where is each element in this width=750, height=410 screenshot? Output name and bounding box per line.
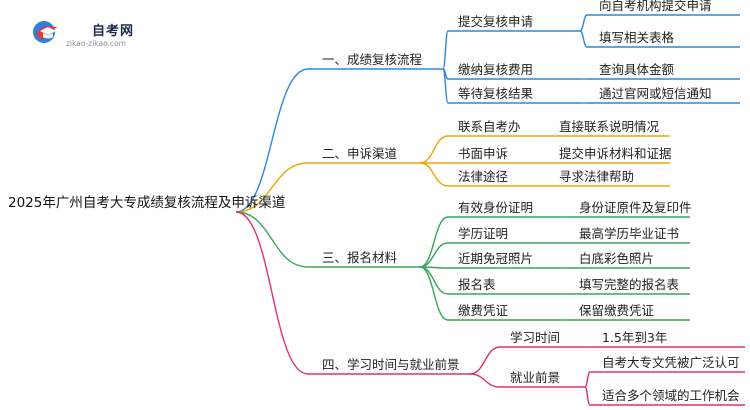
subtopic-node[interactable]: 近期免冠照片 [458, 251, 533, 266]
subtopic-node[interactable]: 联系自考办 [458, 119, 521, 134]
leaf-node[interactable]: 寻求法律帮助 [559, 169, 634, 184]
connector-line [442, 68, 449, 104]
connector-line [419, 266, 449, 295]
leaf-node[interactable]: 白底彩色照片 [579, 251, 654, 266]
leaf-node[interactable]: 提交申诉材料和证据 [559, 146, 672, 161]
leaf-node[interactable]: 向自考机构提交申请 [599, 0, 712, 13]
connector-line [469, 346, 501, 375]
connector-line [235, 68, 309, 213]
subtopic-node[interactable]: 有效身份证明 [458, 200, 533, 215]
connector-line [579, 14, 588, 32]
connector-line [235, 162, 309, 213]
leaf-node[interactable]: 填写相关表格 [599, 30, 675, 45]
connector-line [419, 266, 449, 321]
subtopic-node[interactable]: 学历证明 [458, 226, 508, 241]
connector-line [419, 135, 449, 164]
mind-map-nodes: 2025年广州自考大专成绩复核流程及申诉渠道 一、成绩复核流程 提交复核申请 向自考机… [8, 0, 740, 403]
connector-line [584, 371, 591, 388]
logo-url: zikao-zikao.com [66, 39, 126, 48]
subtopic-node[interactable]: 缴纳复核费用 [458, 62, 533, 77]
connector-line [469, 373, 501, 388]
leaf-node[interactable]: 最高学历毕业证书 [579, 226, 679, 241]
leaf-node[interactable]: 1.5年到3年 [602, 330, 667, 345]
mind-map-connectors [235, 14, 745, 406]
connector-line [235, 211, 309, 268]
root-topic[interactable]: 2025年广州自考大专成绩复核流程及申诉渠道 [8, 194, 285, 211]
logo-title: 自考网 [92, 24, 135, 39]
subtopic-node[interactable]: 学习时间 [510, 330, 560, 345]
subtopic-node[interactable]: 提交复核申请 [458, 14, 533, 29]
leaf-node[interactable]: 自考大专文凭被广泛认可 [602, 355, 740, 370]
subtopic-node[interactable]: 就业前景 [510, 370, 560, 385]
branch-1[interactable]: 一、成绩复核流程 [322, 52, 423, 67]
connector-line [442, 30, 449, 70]
connector-line [419, 162, 449, 187]
leaf-node[interactable]: 保留缴费凭证 [579, 303, 655, 318]
connector-line [419, 242, 449, 268]
connector-line [584, 386, 591, 406]
connector-line [235, 211, 309, 375]
subtopic-node[interactable]: 书面申诉 [458, 146, 508, 161]
subtopic-node[interactable]: 等待复核结果 [458, 86, 534, 101]
graduation-cap-icon [33, 21, 58, 43]
subtopic-node[interactable]: 法律途径 [458, 169, 508, 184]
branch-4[interactable]: 四、学习时间与就业前景 [322, 357, 460, 372]
leaf-node[interactable]: 身份证原件及复印件 [579, 200, 692, 215]
branch-2[interactable]: 二、申诉渠道 [322, 146, 398, 161]
branch-3[interactable]: 三、报名材料 [322, 250, 398, 265]
subtopic-node[interactable]: 缴费凭证 [458, 303, 509, 318]
leaf-node[interactable]: 查询具体金额 [599, 62, 675, 77]
connector-line [579, 30, 588, 48]
leaf-node[interactable]: 适合多个领域的工作机会 [602, 388, 740, 403]
leaf-node[interactable]: 填写完整的报名表 [579, 277, 680, 292]
connector-line [419, 216, 449, 268]
site-logo[interactable]: 自考网 zikao-zikao.com [0, 0, 160, 52]
leaf-node[interactable]: 直接联系说明情况 [559, 119, 660, 134]
leaf-node[interactable]: 通过官网或短信通知 [599, 86, 712, 101]
subtopic-node[interactable]: 报名表 [458, 277, 496, 292]
